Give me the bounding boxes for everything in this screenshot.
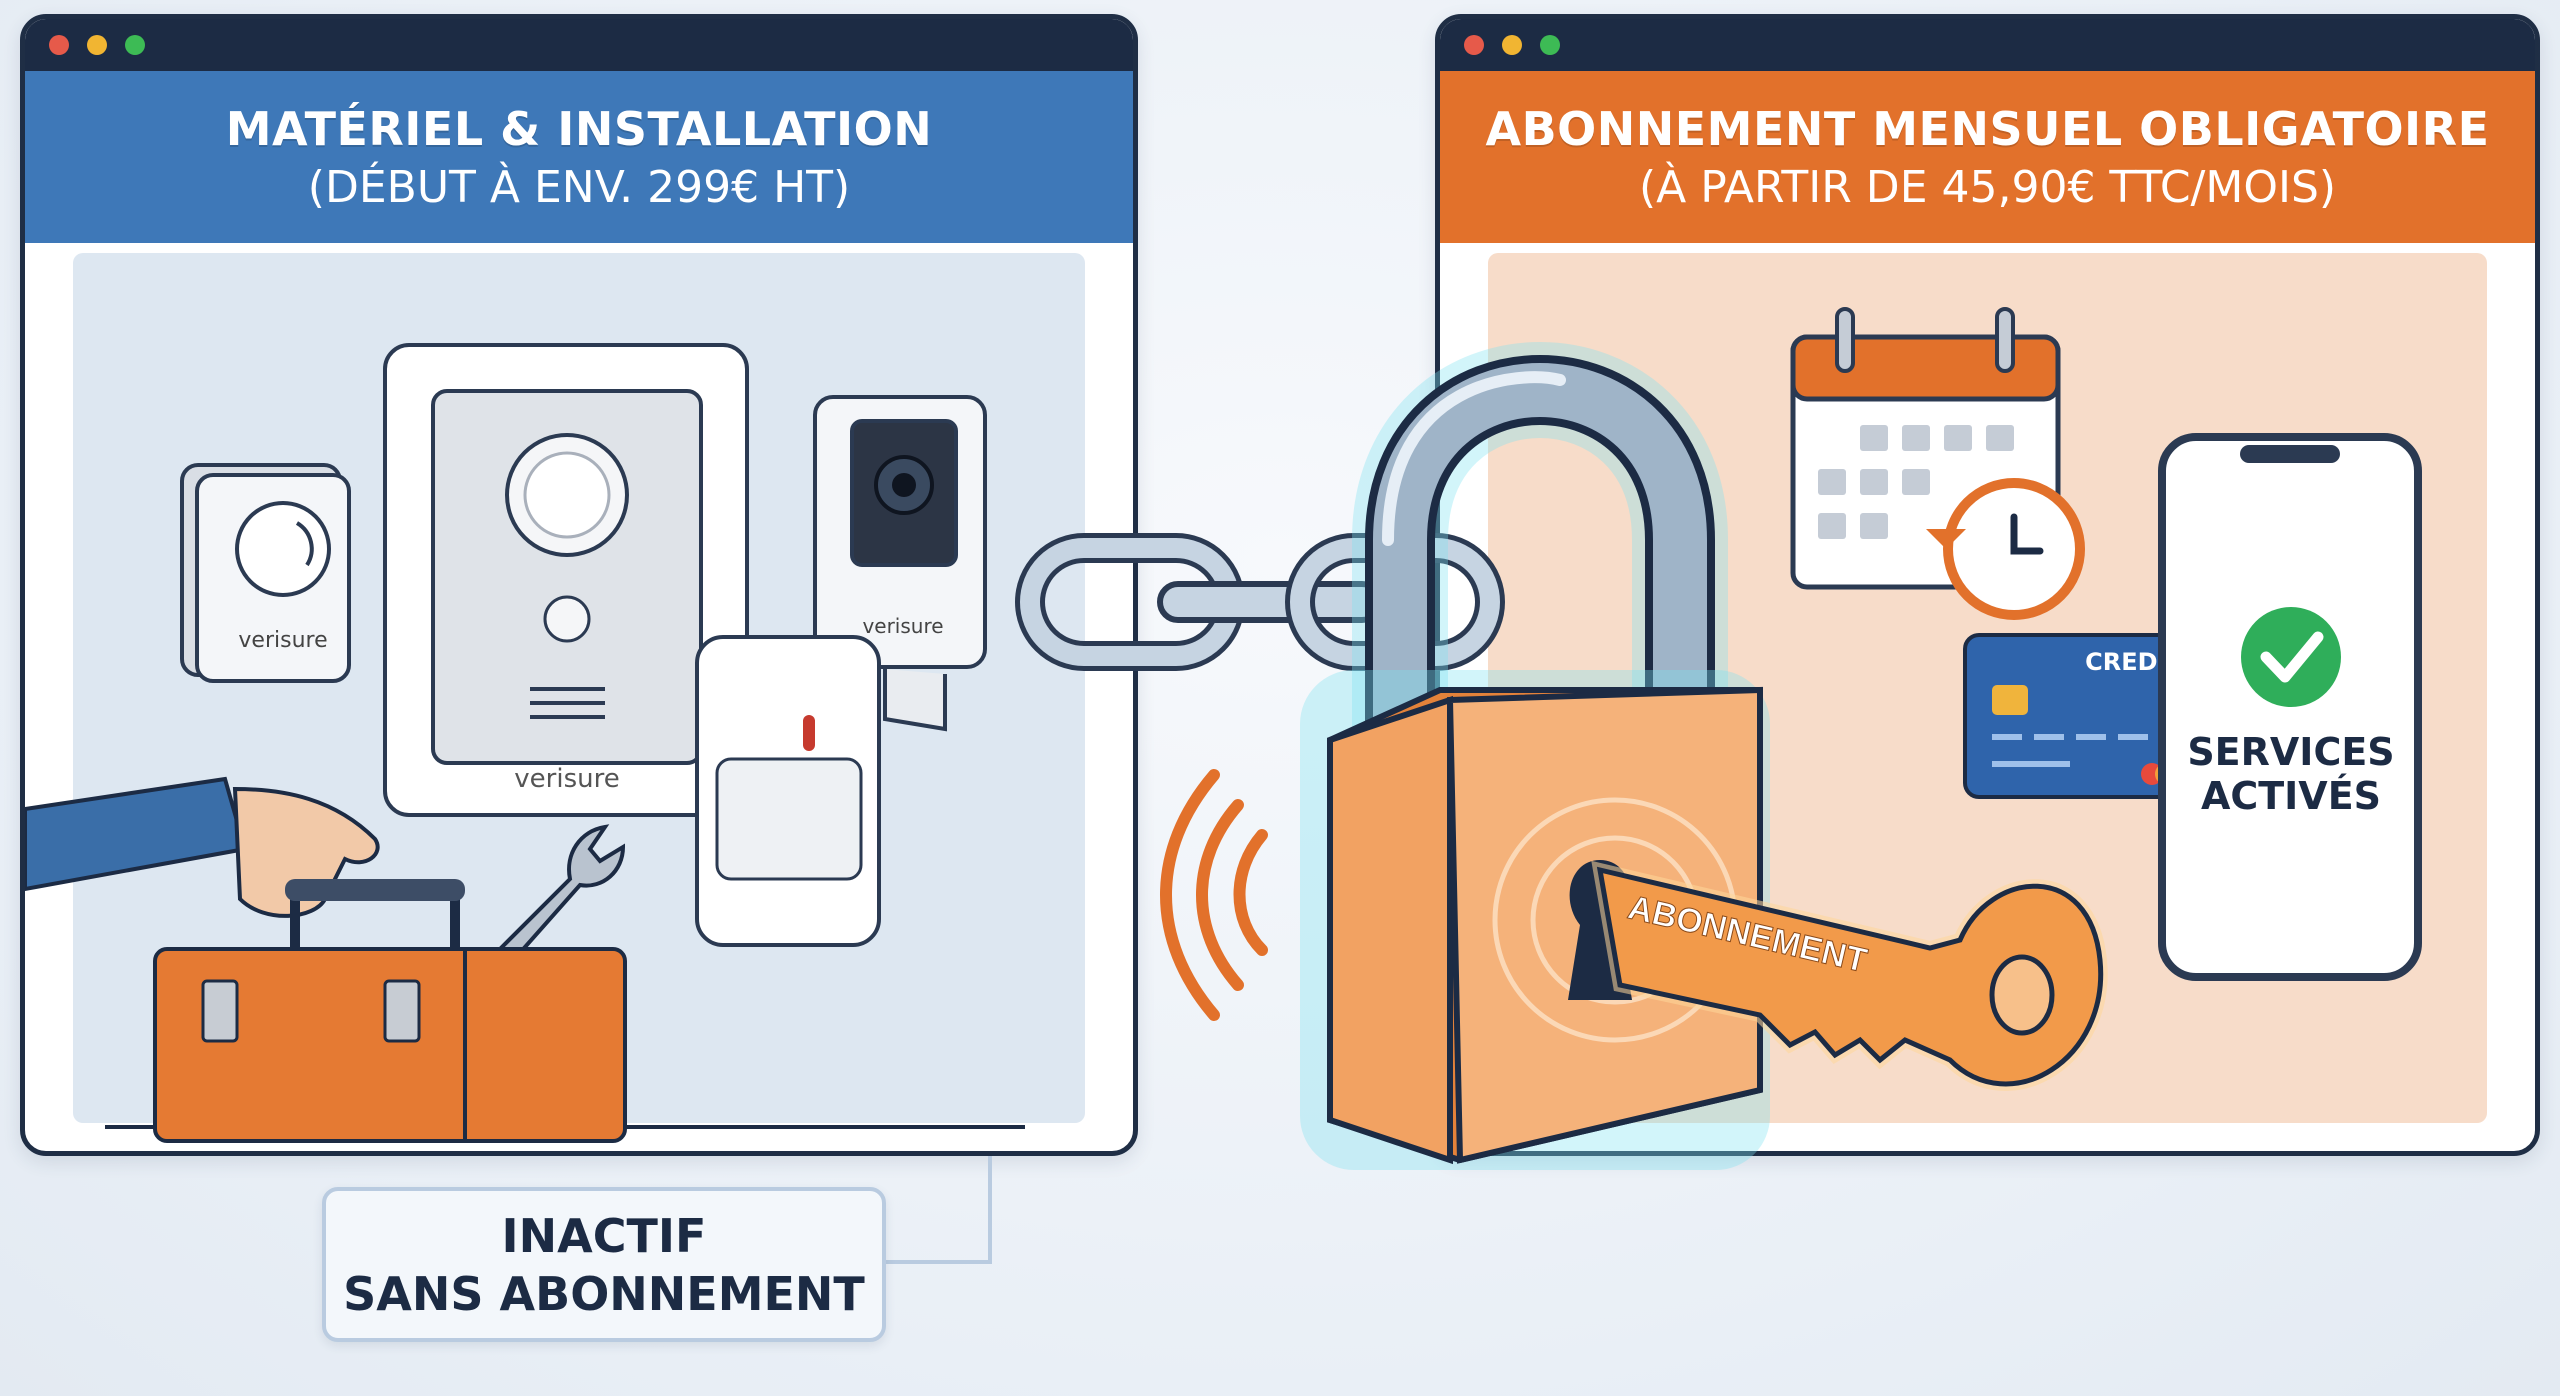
hardware-illustration: verisure verisure veris <box>25 343 1025 1143</box>
keypad-icon: verisure <box>383 343 749 817</box>
subscription-title: ABONNEMENT MENSUEL OBLIGATOIRE <box>1485 101 2490 156</box>
subscription-illustration: CREDIT SERVICES ACTIVÉS <box>1790 307 2422 981</box>
toolbox-icon <box>153 879 627 1143</box>
subscription-price: (À PARTIR DE 45,90€ TTC/MOIS) <box>1638 161 2337 213</box>
wireless-signal-icon <box>1160 769 1268 1021</box>
close-dot-icon <box>49 35 69 55</box>
minimize-dot-icon <box>87 35 107 55</box>
hardware-title: MATÉRIEL & INSTALLATION <box>225 101 933 156</box>
camera-icon: verisure <box>813 395 987 732</box>
padlock-icon <box>1300 342 1770 1170</box>
minimize-dot-icon <box>1502 35 1522 55</box>
clock-renew-icon <box>1926 478 2085 620</box>
keypad-brand-label: verisure <box>514 764 619 794</box>
subscription-header: ABONNEMENT MENSUEL OBLIGATOIRE (À PARTIR… <box>1440 71 2535 243</box>
sensor-brand-label: verisure <box>238 628 327 653</box>
pir-sensor-icon <box>695 635 881 947</box>
hardware-price: (DÉBUT À ENV. 299€ HT) <box>307 161 851 213</box>
camera-brand-label: verisure <box>862 614 943 638</box>
motion-sensor-icon: verisure <box>180 463 351 683</box>
hardware-header: MATÉRIEL & INSTALLATION (DÉBUT À ENV. 29… <box>25 71 1133 243</box>
callout-line1: INACTIF <box>501 1208 707 1263</box>
window-titlebar <box>1440 19 2535 71</box>
smartphone-icon: SERVICES ACTIVÉS <box>2158 433 2422 981</box>
window-titlebar <box>25 19 1133 71</box>
wrench-icon <box>491 824 626 967</box>
key-icon: ABONNEMENT <box>1591 860 2108 1091</box>
close-dot-icon <box>1464 35 1484 55</box>
phone-status-line1: SERVICES <box>2187 730 2394 774</box>
callout-line2: SANS ABONNEMENT <box>343 1266 865 1321</box>
maximize-dot-icon <box>125 35 145 55</box>
maximize-dot-icon <box>1540 35 1560 55</box>
hand-icon <box>25 776 380 918</box>
hardware-window: MATÉRIEL & INSTALLATION (DÉBUT À ENV. 29… <box>20 14 1138 1156</box>
phone-status-line2: ACTIVÉS <box>2201 774 2381 818</box>
inactive-callout: INACTIF SANS ABONNEMENT <box>322 1187 886 1342</box>
